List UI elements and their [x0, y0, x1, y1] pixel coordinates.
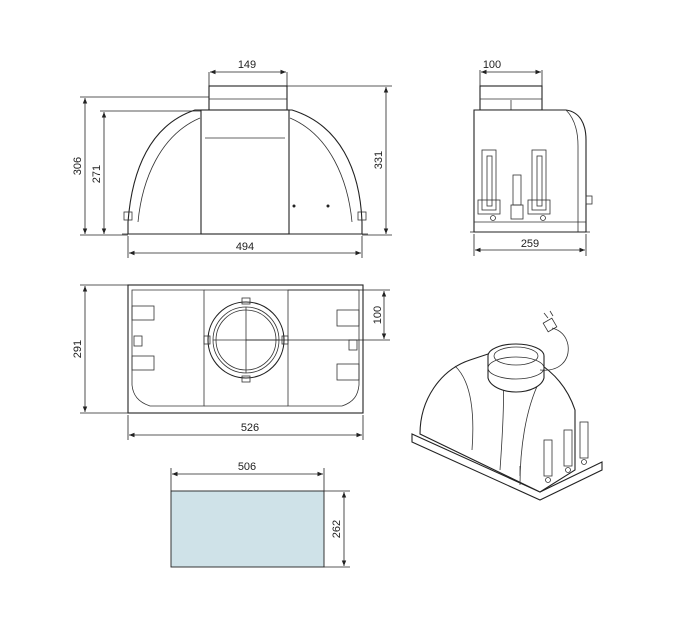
- dim-top-depth: 291: [72, 340, 84, 358]
- cutout-view: 506 262: [170, 461, 350, 568]
- dim-front-side-height: 331: [373, 151, 385, 169]
- dim-top-width: 526: [241, 422, 259, 434]
- dim-cutout-width: 506: [238, 461, 256, 473]
- dim-front-duct-width: 149: [238, 59, 256, 71]
- iso-base-plate: [411, 433, 603, 501]
- dim-front-width: 494: [236, 241, 254, 253]
- dim-side-duct-width: 100: [483, 59, 501, 71]
- top-view: 526 291 100: [72, 284, 390, 440]
- side-view: 100 259: [470, 59, 593, 256]
- isometric-view: [411, 310, 603, 501]
- dim-cutout-depth: 262: [331, 520, 343, 538]
- front-center-panel: [200, 109, 290, 235]
- dim-front-body-height: 271: [91, 165, 103, 183]
- front-view: 149 306 271 331 494: [72, 59, 392, 258]
- front-duct: [208, 85, 288, 112]
- dim-side-depth: 259: [521, 238, 539, 250]
- dim-top-duct-offset: 100: [372, 306, 384, 324]
- dim-front-total-height: 306: [72, 157, 84, 175]
- cutout-rectangle: [170, 490, 325, 568]
